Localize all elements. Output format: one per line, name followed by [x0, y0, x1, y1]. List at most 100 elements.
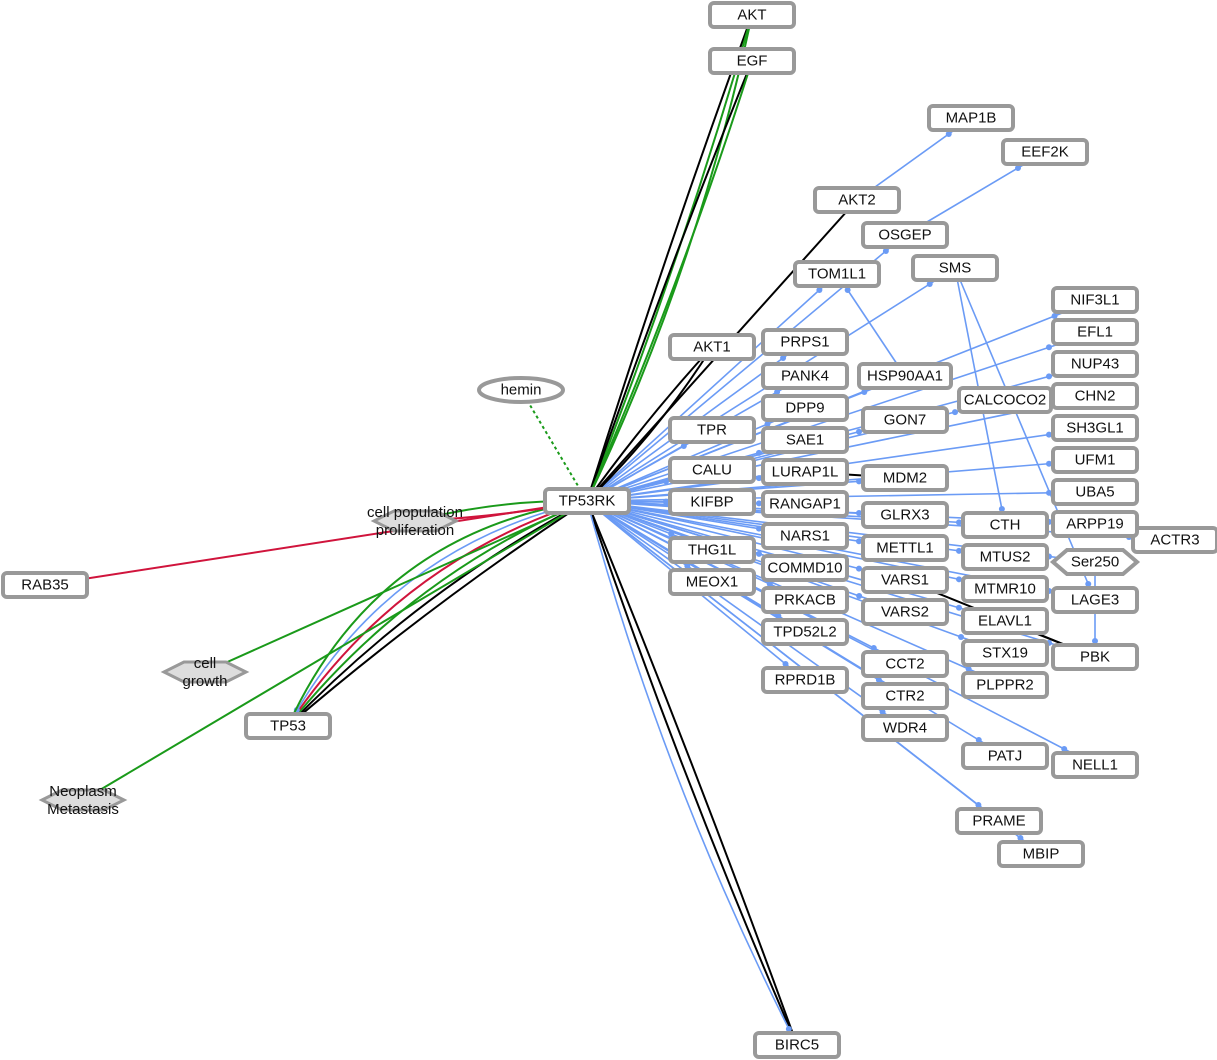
edge-binding	[586, 500, 798, 1046]
node-prame[interactable]: PRAME	[955, 807, 1043, 835]
node-nell1[interactable]: NELL1	[1051, 751, 1139, 779]
node-prps1[interactable]: PRPS1	[761, 328, 849, 356]
node-label: STX19	[982, 645, 1028, 662]
node-arpp19[interactable]: ARPP19	[1051, 510, 1139, 538]
node-box	[761, 394, 849, 422]
node-calcoco[interactable]: CALCOCO2	[957, 386, 1053, 414]
node-nup43[interactable]: NUP43	[1051, 350, 1139, 378]
node-label: TPR	[697, 422, 727, 439]
node-label: HSP90AA1	[867, 368, 943, 385]
node-vars2[interactable]: VARS2	[861, 598, 949, 626]
node-box	[961, 639, 1049, 667]
node-birc5[interactable]: BIRC5	[753, 1031, 841, 1059]
node-commd10[interactable]: COMMD10	[761, 554, 849, 582]
node-box	[961, 742, 1049, 770]
node-lurap1l[interactable]: LURAP1L	[761, 458, 849, 486]
edge-end-dot	[1046, 431, 1052, 438]
node-mtus2[interactable]: MTUS2	[961, 543, 1049, 571]
node-label: CTH	[990, 517, 1021, 534]
node-osgep[interactable]: OSGEP	[861, 221, 949, 249]
node-label: NUP43	[1071, 356, 1119, 373]
node-egf[interactable]: EGF	[708, 47, 796, 75]
node-rprd1b[interactable]: RPRD1B	[761, 666, 849, 694]
node-elavl1[interactable]: ELAVL1	[961, 607, 1049, 635]
node-hemin[interactable]: hemin	[477, 376, 565, 404]
node-rangap1[interactable]: RANGAP1	[761, 490, 849, 518]
node-dpp9[interactable]: DPP9	[761, 394, 849, 422]
edge-binding	[586, 273, 838, 502]
node-arsd1[interactable]: NARS1	[761, 522, 849, 550]
node-label: UBA5	[1075, 484, 1114, 501]
node-tp53[interactable]: TP53	[244, 712, 332, 740]
node-mettl1[interactable]: METTL1	[861, 534, 949, 562]
edge-end-dot	[680, 443, 687, 449]
node-pbk[interactable]: PBK	[1051, 643, 1139, 671]
node-tpd52l2[interactable]: TPD52L2	[761, 618, 849, 646]
node-calu[interactable]: CALU	[668, 456, 756, 484]
node-glrx3[interactable]: GLRX3	[861, 501, 949, 529]
node-kifbp[interactable]: KIFBP	[668, 488, 756, 516]
node-label: GON7	[884, 412, 927, 429]
node-tp53rk[interactable]: TP53RK	[543, 487, 631, 515]
node-box	[761, 666, 849, 694]
node-wdr4[interactable]: WDR4	[861, 714, 949, 742]
node-label: CTR2	[885, 688, 924, 705]
node-akt1[interactable]: AKT1	[668, 333, 756, 361]
edge-activation	[82, 500, 588, 801]
node-efl1[interactable]: EFL1	[1051, 318, 1139, 346]
node-hsp90aa1[interactable]: HSP90AA1	[857, 362, 953, 390]
node-map1b[interactable]: MAP1B	[927, 104, 1015, 132]
edge-end-dot	[1092, 638, 1098, 644]
node-label: EGF	[737, 53, 768, 70]
node-box	[1051, 751, 1139, 779]
node-pank4[interactable]: PANK4	[761, 362, 849, 390]
edge-end-dot	[861, 389, 868, 395]
node-box	[761, 554, 849, 582]
edge-end-dot	[1046, 460, 1052, 467]
node-lage3[interactable]: LAGE3	[1051, 586, 1139, 614]
node-prkacb[interactable]: PRKACB	[761, 586, 849, 614]
node-akt[interactable]: AKT	[708, 1, 796, 29]
node-mbip[interactable]: MBIP	[997, 840, 1085, 868]
node-akt2[interactable]: AKT2	[813, 186, 901, 214]
node-box	[668, 568, 756, 596]
node-tpr[interactable]: TPR	[668, 416, 756, 444]
node-sae1[interactable]: SAE1	[761, 426, 849, 454]
node-stx19[interactable]: STX19	[961, 639, 1049, 667]
node-actr3[interactable]: ACTR3	[1131, 526, 1217, 554]
edge-end-dot	[1046, 373, 1052, 380]
node-patj[interactable]: PATJ	[961, 742, 1049, 770]
node-ser250[interactable]: Ser250	[1049, 548, 1141, 576]
node-sms[interactable]: SMS	[911, 254, 999, 282]
node-label: MDM2	[883, 470, 927, 487]
node-chn2[interactable]: CHN2	[1051, 382, 1139, 410]
node-nif3l1[interactable]: NIF3L1	[1051, 286, 1139, 314]
node-thg1l[interactable]: THG1L	[668, 536, 756, 564]
node-label: DPP9	[785, 400, 824, 417]
node-vars1[interactable]: VARS1	[861, 566, 949, 594]
edge-end-dot	[764, 421, 771, 427]
node-label: AKT1	[693, 339, 731, 356]
node-cct[interactable]: CCT2	[861, 650, 949, 678]
node-uba5[interactable]: UBA5	[1051, 478, 1139, 506]
node-meox1[interactable]: MEOX1	[668, 568, 756, 596]
node-ufm1[interactable]: UFM1	[1051, 446, 1139, 474]
node-box	[961, 543, 1049, 571]
node-plppr2[interactable]: PLPPR2	[961, 671, 1049, 699]
node-tom1l1[interactable]: TOM1L1	[793, 260, 881, 288]
node-eef2k[interactable]: EEF2K	[1001, 138, 1089, 166]
node-sh3gl1[interactable]: SH3GL1	[1051, 414, 1139, 442]
node-mdm2[interactable]: MDM2	[861, 464, 949, 492]
node-label: PRAME	[972, 813, 1025, 830]
node-cth[interactable]: CTH	[961, 511, 1049, 539]
node-rab35[interactable]: RAB35	[1, 571, 89, 599]
node-ctr2[interactable]: CTR2	[861, 682, 949, 710]
node-label: TPD52L2	[773, 624, 836, 641]
node-mtmr10[interactable]: MTMR10	[961, 575, 1049, 603]
node-gon7[interactable]: GON7	[861, 406, 949, 434]
node-label: KIFBP	[690, 494, 733, 511]
node-box	[1051, 350, 1139, 378]
